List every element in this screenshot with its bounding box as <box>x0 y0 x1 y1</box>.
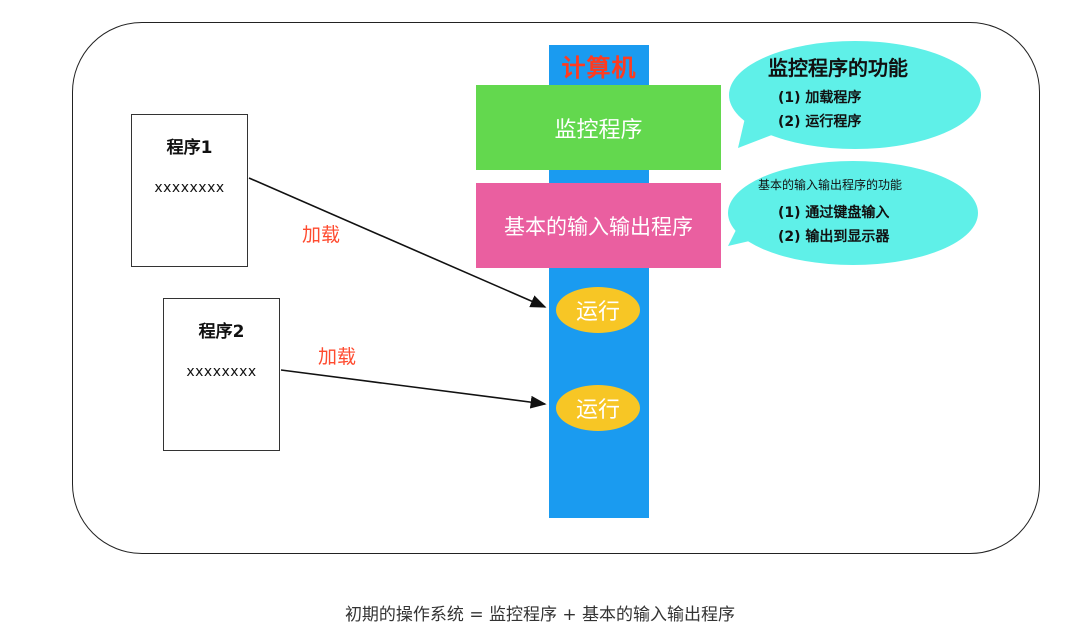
monitor-bubble-title: 监控程序的功能 <box>768 56 908 80</box>
run-label-2: 运行 <box>575 398 620 423</box>
monitor-bubble-shape <box>729 41 981 149</box>
program-title-2: 程序2 <box>198 322 245 342</box>
monitor-program-label: 监控程序 <box>554 117 643 143</box>
run-label-1: 运行 <box>575 300 620 325</box>
io-bubble-title: 基本的输入输出程序的功能 <box>758 178 903 192</box>
program-card-1: 程序1 xxxxxxxx <box>131 114 248 267</box>
monitor-bubble-item-2: (2) 运行程序 <box>778 114 862 130</box>
io-bubble-item-2: (2) 输出到显示器 <box>778 229 890 245</box>
run-pill-2: 运行 <box>556 385 640 431</box>
load-arrow-1 <box>248 177 547 308</box>
program-card-2: 程序2 xxxxxxxx <box>163 298 280 451</box>
run-pill-1: 运行 <box>556 287 640 333</box>
load-label-2: 加载 <box>318 346 357 368</box>
monitor-program-box: 监控程序 <box>476 85 721 170</box>
io-bubble-item-1: (1) 通过键盘输入 <box>778 205 890 221</box>
load-label-1: 加载 <box>302 224 341 246</box>
computer-title: 计算机 <box>561 54 637 82</box>
program-body-2: xxxxxxxx <box>186 364 257 380</box>
io-bubble-shape <box>728 161 978 265</box>
program-body-1: xxxxxxxx <box>154 180 225 196</box>
caption: 初期的操作系统 = 监控程序 + 基本的输入输出程序 <box>344 605 736 625</box>
load-arrow-2 <box>280 369 547 409</box>
io-program-label: 基本的输入输出程序 <box>504 214 693 239</box>
io-program-box: 基本的输入输出程序 <box>476 183 721 268</box>
program-title-1: 程序1 <box>166 138 213 158</box>
monitor-bubble-item-1: (1) 加载程序 <box>778 90 862 106</box>
outer-frame <box>72 22 1040 554</box>
